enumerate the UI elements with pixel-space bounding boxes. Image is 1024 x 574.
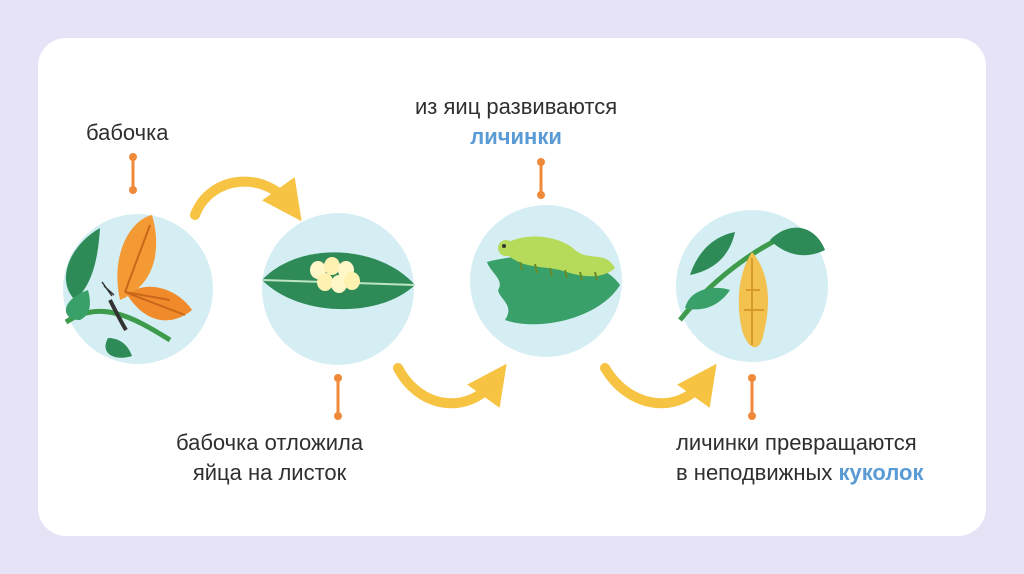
connector-pupa <box>748 374 756 420</box>
connector-larvae <box>537 158 545 199</box>
connector-butterfly <box>129 153 137 194</box>
curved-arrow-icon <box>398 368 495 403</box>
curved-arrow-icon <box>605 368 705 403</box>
curved-arrow-icon <box>195 182 290 215</box>
connector-eggs <box>334 374 342 420</box>
